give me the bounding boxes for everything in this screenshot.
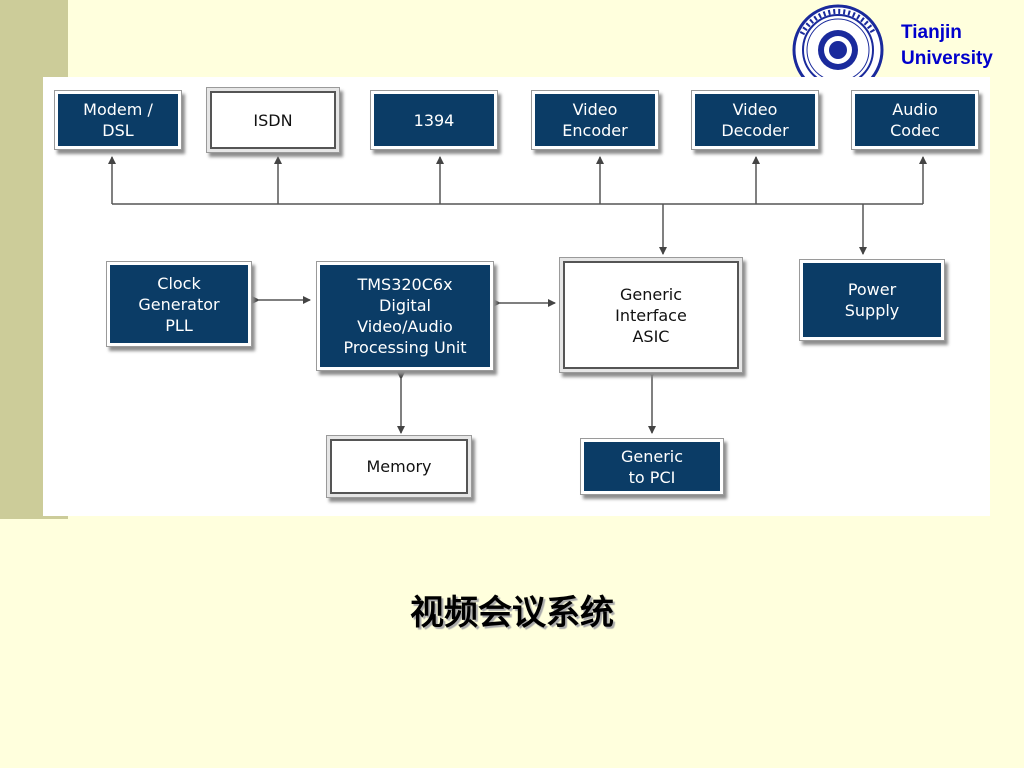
1394-block: 1394 <box>371 91 497 149</box>
video-encoder-block: Video Encoder <box>532 91 658 149</box>
generic-to-pci-block: Generic to PCI <box>581 439 723 494</box>
block-diagram: Modem / DSL ISDN 1394 Video Encoder Vide… <box>43 77 990 516</box>
university-logo-icon <box>792 4 884 80</box>
isdn-block: ISDN <box>210 91 336 149</box>
dsp-processing-unit-block: TMS320C6x Digital Video/Audio Processing… <box>317 262 493 370</box>
modem-dsl-block: Modem / DSL <box>55 91 181 149</box>
audio-codec-block: Audio Codec <box>852 91 978 149</box>
university-name: Tianjin University <box>901 20 993 72</box>
slide-caption: 视频会议系统 <box>410 593 614 633</box>
brand-line-2: University <box>901 48 993 69</box>
connector-lines <box>108 156 927 434</box>
power-supply-block: Power Supply <box>800 260 944 340</box>
generic-interface-asic-block: Generic Interface ASIC <box>563 261 739 369</box>
video-decoder-block: Video Decoder <box>692 91 818 149</box>
clock-generator-block: Clock Generator PLL <box>107 262 251 346</box>
brand-line-1: Tianjin <box>901 22 962 43</box>
memory-block: Memory <box>330 439 468 494</box>
